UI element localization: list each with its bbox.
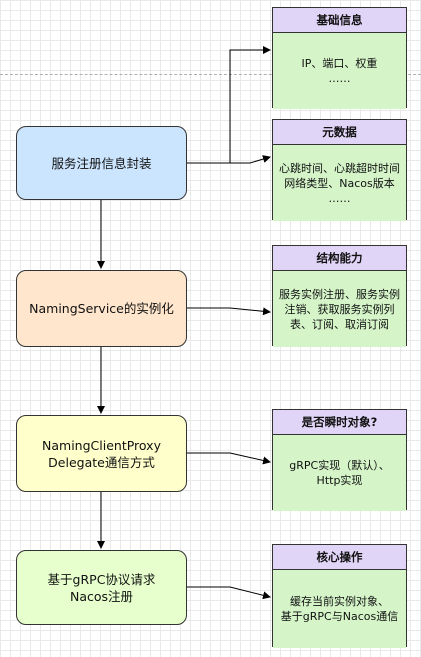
arrow-step1-to-card-metadata xyxy=(187,155,271,164)
card-core-operation-title: 核心操作 xyxy=(273,545,406,570)
step-naming-service-instantiation: NamingService的实例化 xyxy=(16,270,187,347)
step-registration-packaging-label: 服务注册信息封装 xyxy=(51,155,152,171)
card-transient-object-body: gRPC实现（默认）、 Http实现 xyxy=(273,435,406,511)
card-structure-capability: 结构能力 服务实例注册、服务实例 注销、获取服务实例列 表、订阅、取消订阅 xyxy=(272,245,407,347)
card-basic-info-body: IP、端口、权重 …… xyxy=(273,33,406,109)
step-registration-packaging: 服务注册信息封装 xyxy=(16,126,187,200)
arrow-step3-to-card-transient xyxy=(187,452,271,465)
step-client-proxy-delegate-label: NamingClientProxy Delegate通信方式 xyxy=(42,437,161,470)
card-structure-capability-title: 结构能力 xyxy=(273,246,406,271)
step-grpc-register-label: 基于gRPC协议请求 Nacos注册 xyxy=(47,571,156,604)
card-basic-info-title: 基础信息 xyxy=(273,8,406,33)
arrow-step2-to-card-structure xyxy=(187,307,271,316)
card-core-operation: 核心操作 缓存当前实例对象、 基于gRPC与Nacos通信 xyxy=(272,544,407,648)
step-client-proxy-delegate: NamingClientProxy Delegate通信方式 xyxy=(16,415,187,492)
page-break-line xyxy=(0,74,421,75)
step-naming-service-instantiation-label: NamingService的实例化 xyxy=(29,301,174,316)
card-basic-info: 基础信息 IP、端口、权重 …… xyxy=(272,7,407,109)
arrow-step4-to-card-core xyxy=(187,586,271,600)
card-metadata-body: 心跳时间、心跳超时时间 网络类型、Nacos版本 …… xyxy=(273,145,406,221)
card-metadata: 元数据 心跳时间、心跳超时时间 网络类型、Nacos版本 …… xyxy=(272,119,407,221)
arrow-step1-to-card-basic xyxy=(187,46,271,164)
card-transient-object: 是否瞬时对象? gRPC实现（默认）、 Http实现 xyxy=(272,409,407,511)
card-metadata-title: 元数据 xyxy=(273,120,406,145)
card-core-operation-body: 缓存当前实例对象、 基于gRPC与Nacos通信 xyxy=(273,570,406,648)
card-structure-capability-body: 服务实例注册、服务实例 注销、获取服务实例列 表、订阅、取消订阅 xyxy=(273,271,406,347)
card-transient-object-title: 是否瞬时对象? xyxy=(273,410,406,435)
step-grpc-register: 基于gRPC协议请求 Nacos注册 xyxy=(16,550,187,625)
